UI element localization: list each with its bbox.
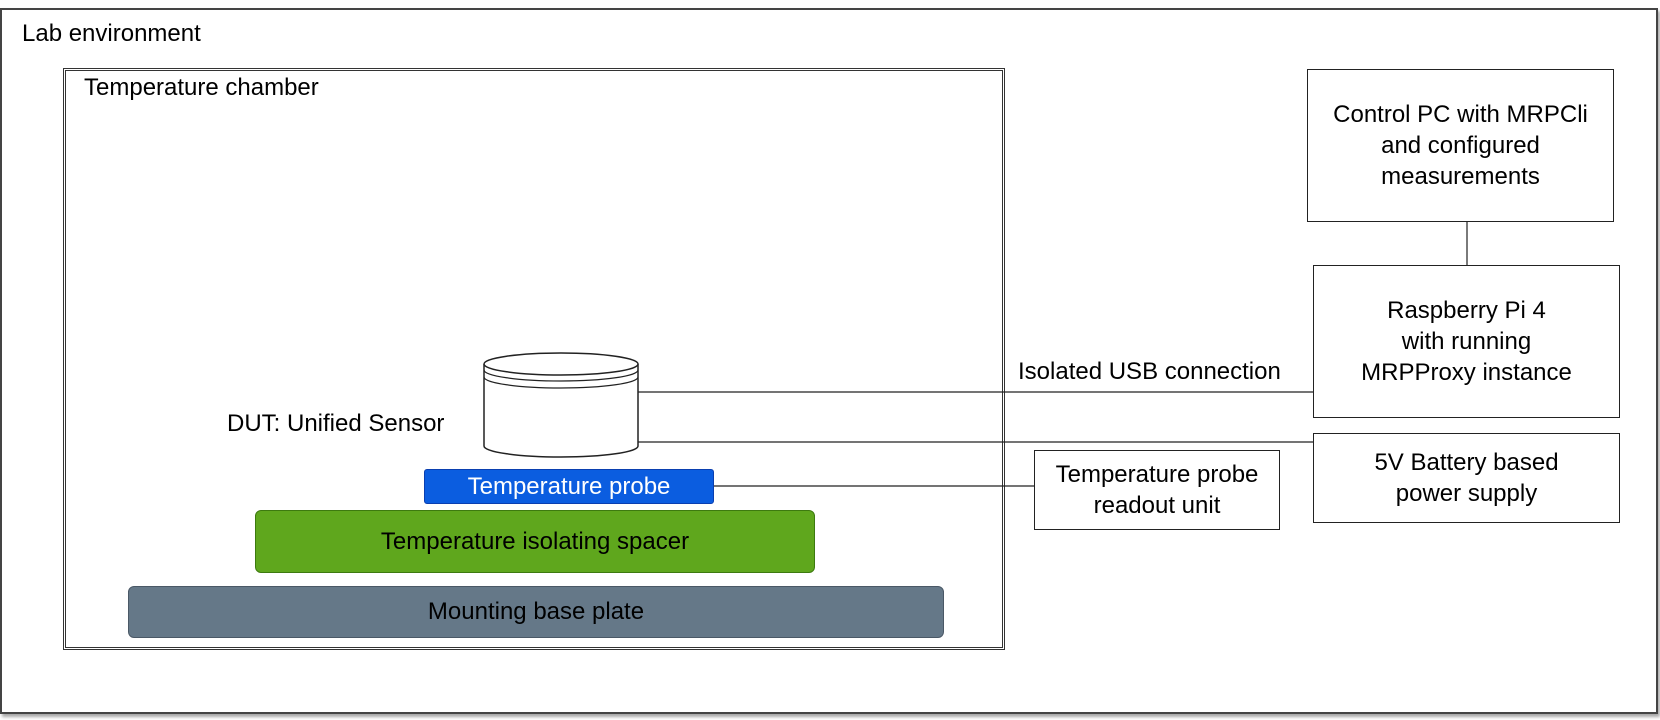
power-supply-box: 5V Battery based power supply: [1313, 433, 1620, 523]
dut-label: DUT: Unified Sensor: [227, 410, 445, 437]
control-pc-box: Control PC with MRPCli and configured me…: [1307, 69, 1614, 222]
temperature-probe: Temperature probe: [424, 469, 714, 504]
lab-environment-label: Lab environment: [22, 20, 201, 47]
temperature-chamber-container: [63, 68, 1005, 650]
temperature-chamber-label: Temperature chamber: [84, 74, 319, 101]
temperature-isolating-spacer: Temperature isolating spacer: [255, 510, 815, 573]
raspberry-pi-box: Raspberry Pi 4 with running MRPProxy ins…: [1313, 265, 1620, 418]
usb-connection-label: Isolated USB connection: [1018, 358, 1281, 385]
mounting-base-plate: Mounting base plate: [128, 586, 944, 638]
probe-readout-box: Temperature probe readout unit: [1034, 450, 1280, 530]
